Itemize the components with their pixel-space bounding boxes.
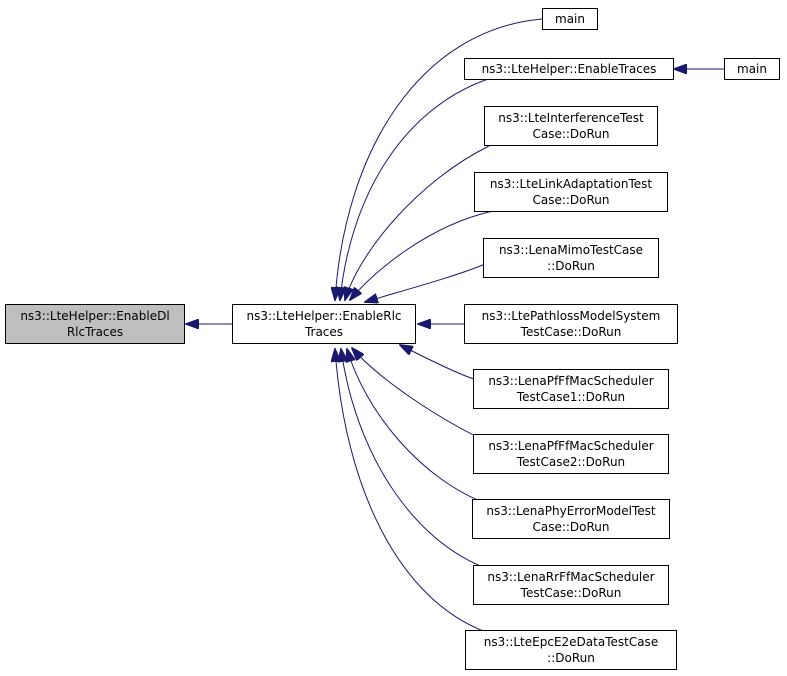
caller-node-9[interactable]: ns3::LenaRrFfMacScheduler TestCase::DoRu…: [473, 565, 669, 605]
root-node-line1: ns3::LteHelper::EnableDl: [20, 309, 170, 323]
caller-node-3[interactable]: ns3::LteLinkAdaptationTest Case::DoRun: [474, 172, 668, 212]
caller-node-line1: ns3::LenaPhyErrorModelTest: [486, 504, 656, 518]
caller-node-label: ns3::LteHelper::EnableTraces: [481, 62, 657, 76]
caller-node-line2: Case::DoRun: [532, 193, 610, 207]
caller-node-0[interactable]: main: [542, 8, 598, 30]
caller-node-6[interactable]: ns3::LenaPfFfMacScheduler TestCase1::DoR…: [473, 369, 669, 409]
caller-node-line2: ::DoRun: [547, 651, 595, 665]
caller-node-line1: ns3::LteInterferenceTest: [498, 111, 644, 125]
edge-caller-8: [347, 349, 491, 506]
edge-caller-4: [365, 263, 486, 302]
caller-node-5[interactable]: ns3::LtePathlossModelSystem TestCase::Do…: [464, 304, 678, 344]
edge-caller-0: [335, 18, 543, 300]
caller-node-line1: ns3::LenaRrFfMacScheduler: [487, 570, 655, 584]
tail-node[interactable]: main: [724, 58, 780, 80]
caller-node-1[interactable]: ns3::LteHelper::EnableTraces: [464, 58, 674, 80]
edge-caller-1: [340, 78, 489, 300]
caller-node-8[interactable]: ns3::LenaPhyErrorModelTest Case::DoRun: [472, 499, 670, 539]
caller-node-7[interactable]: ns3::LenaPfFfMacScheduler TestCase2::DoR…: [473, 434, 669, 474]
edge-caller-6: [400, 345, 478, 381]
caller-node-4[interactable]: ns3::LenaMimoTestCase ::DoRun: [483, 238, 659, 278]
edge-caller-9: [341, 349, 489, 570]
caller-node-2[interactable]: ns3::LteInterferenceTest Case::DoRun: [484, 106, 658, 146]
edge-caller-3: [350, 210, 494, 300]
caller-node-line2: TestCase::DoRun: [520, 325, 622, 339]
caller-node-line1: ns3::LenaMimoTestCase: [498, 243, 644, 257]
edge-caller-10: [335, 349, 487, 633]
caller-node-10[interactable]: ns3::LteEpcE2eDataTestCase ::DoRun: [465, 630, 677, 670]
caller-node-line2: TestCase2::DoRun: [516, 455, 626, 469]
edge-caller-2: [345, 145, 490, 300]
caller-node-line2: Case::DoRun: [532, 127, 610, 141]
caller-node-label: main: [555, 12, 585, 26]
caller-node-line2: ::DoRun: [547, 259, 595, 273]
hub-node[interactable]: ns3::LteHelper::EnableRlc Traces: [232, 304, 416, 344]
caller-node-line2: TestCase1::DoRun: [516, 390, 626, 404]
caller-node-line1: ns3::LenaPfFfMacScheduler: [488, 374, 654, 388]
caller-node-line2: TestCase::DoRun: [520, 586, 622, 600]
edge-caller-7: [352, 348, 491, 444]
hub-node-line1: ns3::LteHelper::EnableRlc: [246, 309, 402, 323]
caller-node-line1: ns3::LteLinkAdaptationTest: [489, 177, 653, 191]
caller-node-line1: ns3::LenaPfFfMacScheduler: [488, 439, 654, 453]
root-node: ns3::LteHelper::EnableDl RlcTraces: [5, 304, 185, 344]
caller-node-line2: Case::DoRun: [532, 520, 610, 534]
caller-node-line1: ns3::LtePathlossModelSystem: [481, 309, 661, 323]
root-node-line2: RlcTraces: [66, 325, 124, 339]
tail-node-label: main: [737, 62, 767, 76]
hub-node-line2: Traces: [304, 325, 344, 339]
caller-node-line1: ns3::LteEpcE2eDataTestCase: [483, 635, 659, 649]
